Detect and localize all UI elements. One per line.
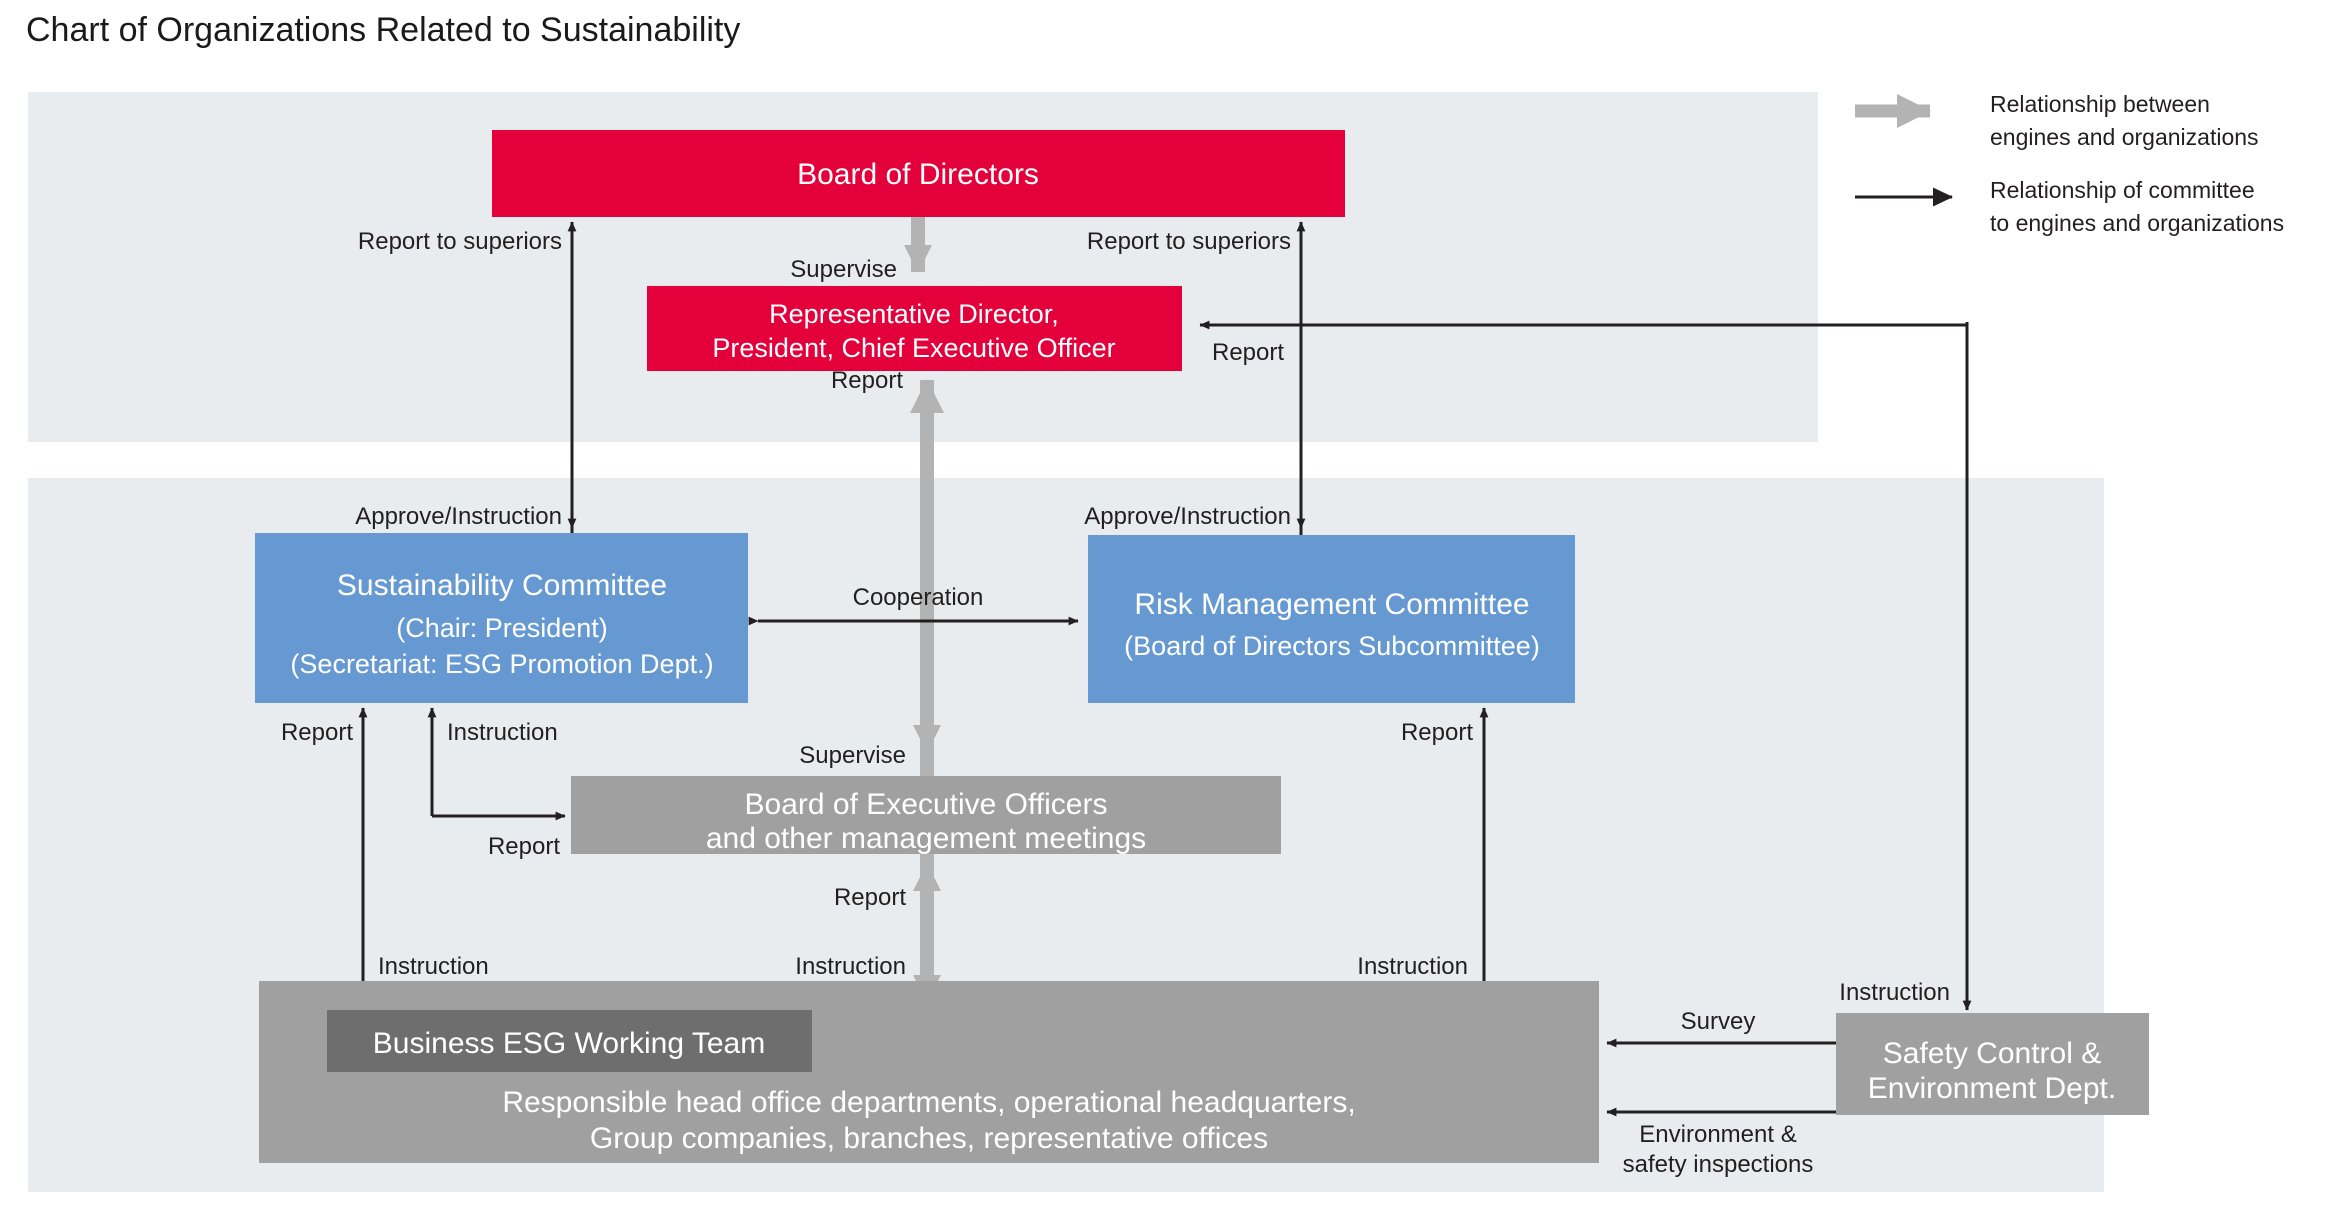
node-business-esg-working-team-label: Business ESG Working Team bbox=[373, 1027, 765, 1060]
node-board-of-directors-label: Board of Directors bbox=[797, 158, 1039, 191]
label-supervise-boeo: Supervise bbox=[799, 742, 906, 769]
node-risk-management-committee[interactable] bbox=[1088, 535, 1575, 703]
label-report-to-president: Report bbox=[831, 367, 903, 394]
node-board-of-directors[interactable] bbox=[492, 130, 1345, 217]
label-report-from-right: Report bbox=[1212, 339, 1284, 366]
legend-item-0-line1: Relationship between bbox=[1990, 91, 2210, 117]
label-instruction-boeo-bottom: Instruction bbox=[795, 953, 906, 980]
node-sustainability-committee[interactable] bbox=[255, 533, 748, 703]
node-safety-control-environment-dept-line1: Safety Control & bbox=[1883, 1037, 2101, 1070]
label-supervise-top: Supervise bbox=[790, 256, 897, 283]
label-instruction-sustainability: Instruction bbox=[447, 719, 558, 746]
label-report-sustainability: Report bbox=[281, 719, 353, 746]
node-sustainability-committee-line3: (Secretariat: ESG Promotion Dept.) bbox=[290, 649, 713, 679]
node-board-of-executive-officers-line2: and other management meetings bbox=[706, 822, 1146, 855]
node-board-of-executive-officers[interactable] bbox=[571, 776, 1281, 854]
label-report-to-superiors-right: Report to superiors bbox=[1087, 228, 1291, 255]
label-report-rmc: Report bbox=[1401, 719, 1473, 746]
node-risk-management-committee-line2: (Board of Directors Subcommittee) bbox=[1124, 631, 1540, 661]
node-representative-director-line2: President, Chief Executive Officer bbox=[712, 333, 1115, 363]
node-safety-control-environment-dept[interactable] bbox=[1836, 1013, 2149, 1115]
label-report-boeo-up: Report bbox=[834, 884, 906, 911]
label-instruction-rmc-bottom: Instruction bbox=[1357, 953, 1468, 980]
label-instruction-safety: Instruction bbox=[1839, 979, 1950, 1006]
label-approve-instruction-left: Approve/Instruction bbox=[355, 503, 562, 530]
node-business-esg-working-team[interactable] bbox=[327, 1010, 812, 1072]
legend-item-0-line2: engines and organizations bbox=[1990, 124, 2259, 150]
node-responsible-departments-line1: Responsible head office departments, ope… bbox=[502, 1086, 1355, 1119]
label-environment-safety-inspections-line2: safety inspections bbox=[1623, 1151, 1814, 1178]
legend-item-0: Relationship between engines and organiz… bbox=[1855, 91, 2259, 150]
node-risk-management-committee-line1: Risk Management Committee bbox=[1134, 588, 1529, 621]
node-board-of-executive-officers-line1: Board of Executive Officers bbox=[745, 788, 1108, 821]
node-safety-control-environment-dept-line2: Environment Dept. bbox=[1868, 1072, 2116, 1105]
node-representative-director[interactable] bbox=[647, 286, 1182, 371]
label-approve-instruction-right: Approve/Instruction bbox=[1084, 503, 1291, 530]
label-report-to-boeo: Report bbox=[488, 833, 560, 860]
legend-item-1-line2: to engines and organizations bbox=[1990, 210, 2284, 236]
label-instruction-sc-bottom: Instruction bbox=[378, 953, 489, 980]
node-responsible-departments-line2: Group companies, branches, representativ… bbox=[590, 1122, 1268, 1155]
node-sustainability-committee-line2: (Chair: President) bbox=[396, 613, 608, 643]
legend-item-1-line1: Relationship of committee bbox=[1990, 177, 2255, 203]
page-title: Chart of Organizations Related to Sustai… bbox=[26, 11, 740, 49]
legend-item-1: Relationship of committee to engines and… bbox=[1855, 177, 2284, 236]
label-survey: Survey bbox=[1681, 1008, 1756, 1035]
legend: Relationship between engines and organiz… bbox=[1855, 91, 2284, 236]
label-cooperation: Cooperation bbox=[853, 584, 984, 611]
label-environment-safety-inspections-line1: Environment & bbox=[1639, 1121, 1796, 1148]
node-representative-director-line1: Representative Director, bbox=[769, 299, 1059, 329]
label-report-to-superiors-left: Report to superiors bbox=[358, 228, 562, 255]
node-sustainability-committee-line1: Sustainability Committee bbox=[337, 569, 667, 602]
